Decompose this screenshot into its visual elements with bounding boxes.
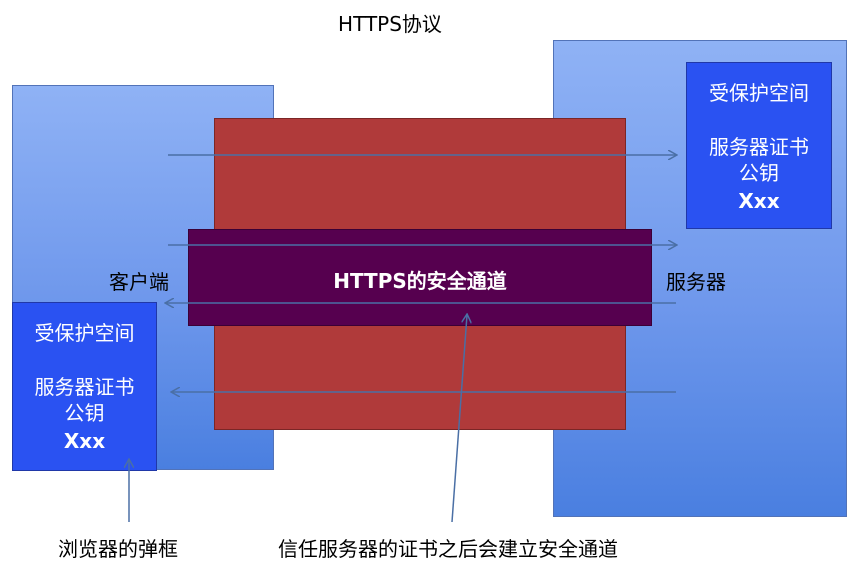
server-key-value: Xxx — [738, 189, 780, 213]
diagram-title: HTTPS协议 — [338, 12, 442, 36]
server-label: 服务器 — [666, 270, 726, 294]
client-public-key-label: 公钥 — [64, 401, 105, 425]
client-protected-title: 受保护空间 — [34, 321, 135, 345]
client-protected-space: 受保护空间 服务器证书 公钥 Xxx — [12, 302, 157, 471]
server-protected-space: 受保护空间 服务器证书 公钥 Xxx — [686, 62, 832, 229]
client-key-value: Xxx — [63, 429, 106, 453]
server-protected-title: 受保护空间 — [709, 81, 809, 105]
trust-caption: 信任服务器的证书之后会建立安全通道 — [278, 537, 618, 561]
server-public-key-label: 公钥 — [739, 161, 779, 185]
browser-dialog-caption: 浏览器的弹框 — [58, 537, 178, 561]
client-certificate-label: 服务器证书 — [34, 375, 135, 399]
secure-channel-label: HTTPS的安全通道 — [333, 269, 507, 293]
server-certificate-label: 服务器证书 — [709, 135, 809, 159]
client-label: 客户端 — [109, 270, 169, 294]
